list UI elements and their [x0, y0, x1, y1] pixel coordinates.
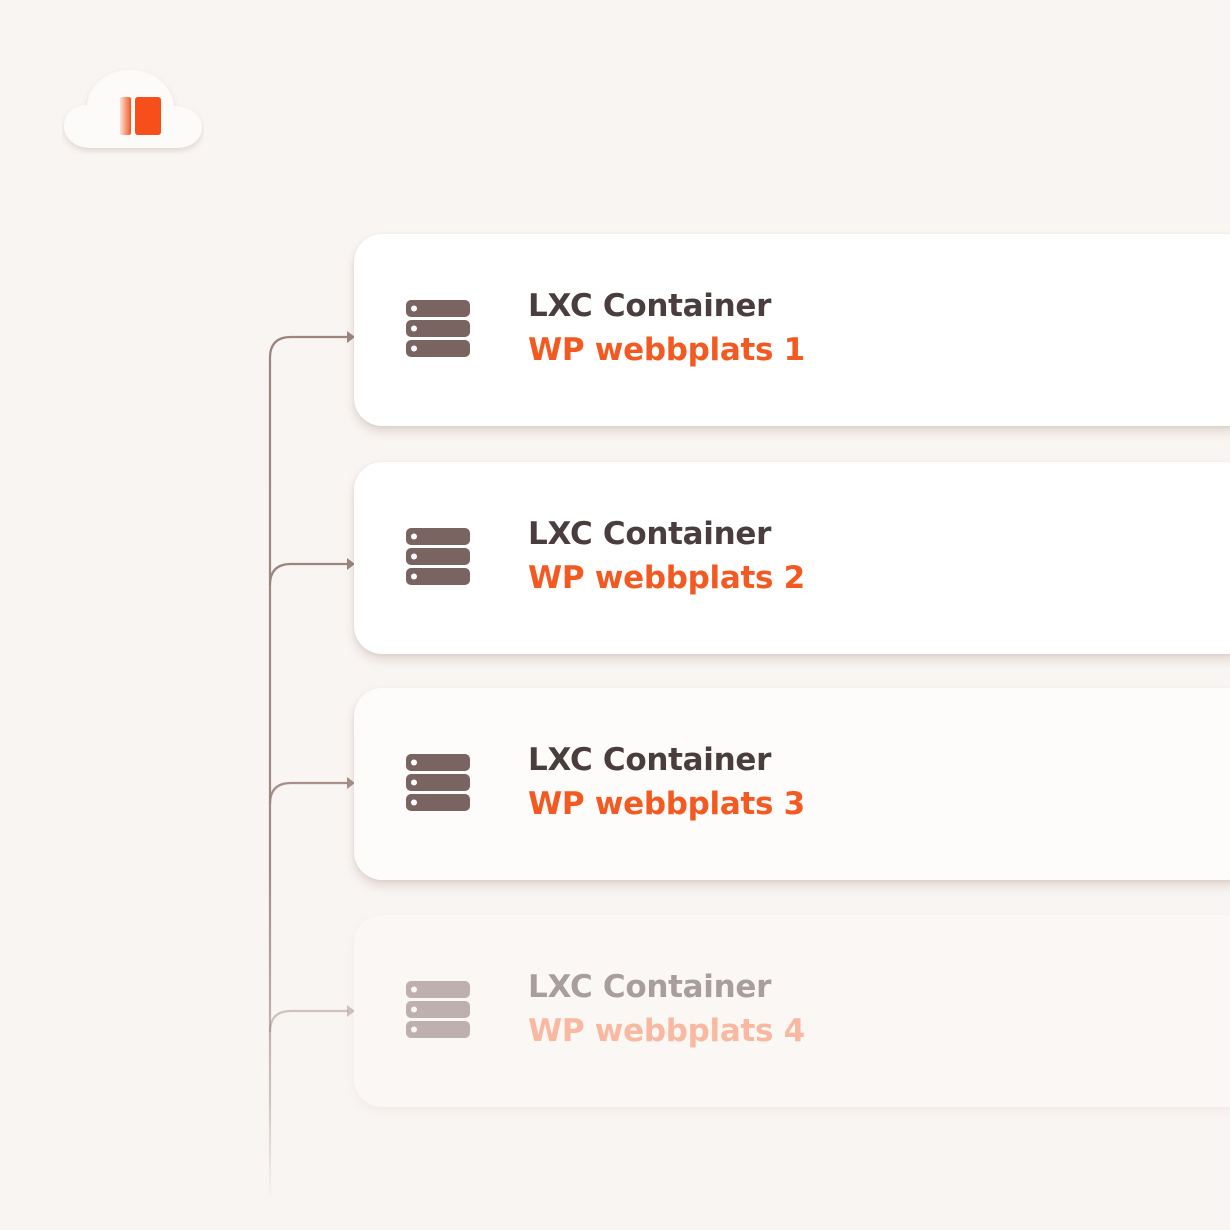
server-icon	[406, 754, 472, 814]
container-name: WP webbplats 1	[528, 332, 805, 368]
container-card-3[interactable]: LXC Container WP webbplats 3	[354, 688, 1230, 880]
container-name: WP webbplats 2	[528, 560, 805, 596]
container-card-1[interactable]: LXC Container WP webbplats 1	[354, 234, 1230, 426]
container-type-label: LXC Container	[528, 288, 772, 324]
cloud-logo-icon	[62, 64, 204, 154]
container-type-label: LXC Container	[528, 969, 772, 1005]
container-name: WP webbplats 4	[528, 1013, 805, 1049]
container-card-4[interactable]: LXC Container WP webbplats 4	[354, 915, 1230, 1107]
container-type-label: LXC Container	[528, 742, 772, 778]
server-icon	[406, 300, 472, 360]
container-name: WP webbplats 3	[528, 786, 805, 822]
server-icon	[406, 981, 472, 1041]
container-card-2[interactable]: LXC Container WP webbplats 2	[354, 462, 1230, 654]
server-icon	[406, 528, 472, 588]
container-type-label: LXC Container	[528, 516, 772, 552]
